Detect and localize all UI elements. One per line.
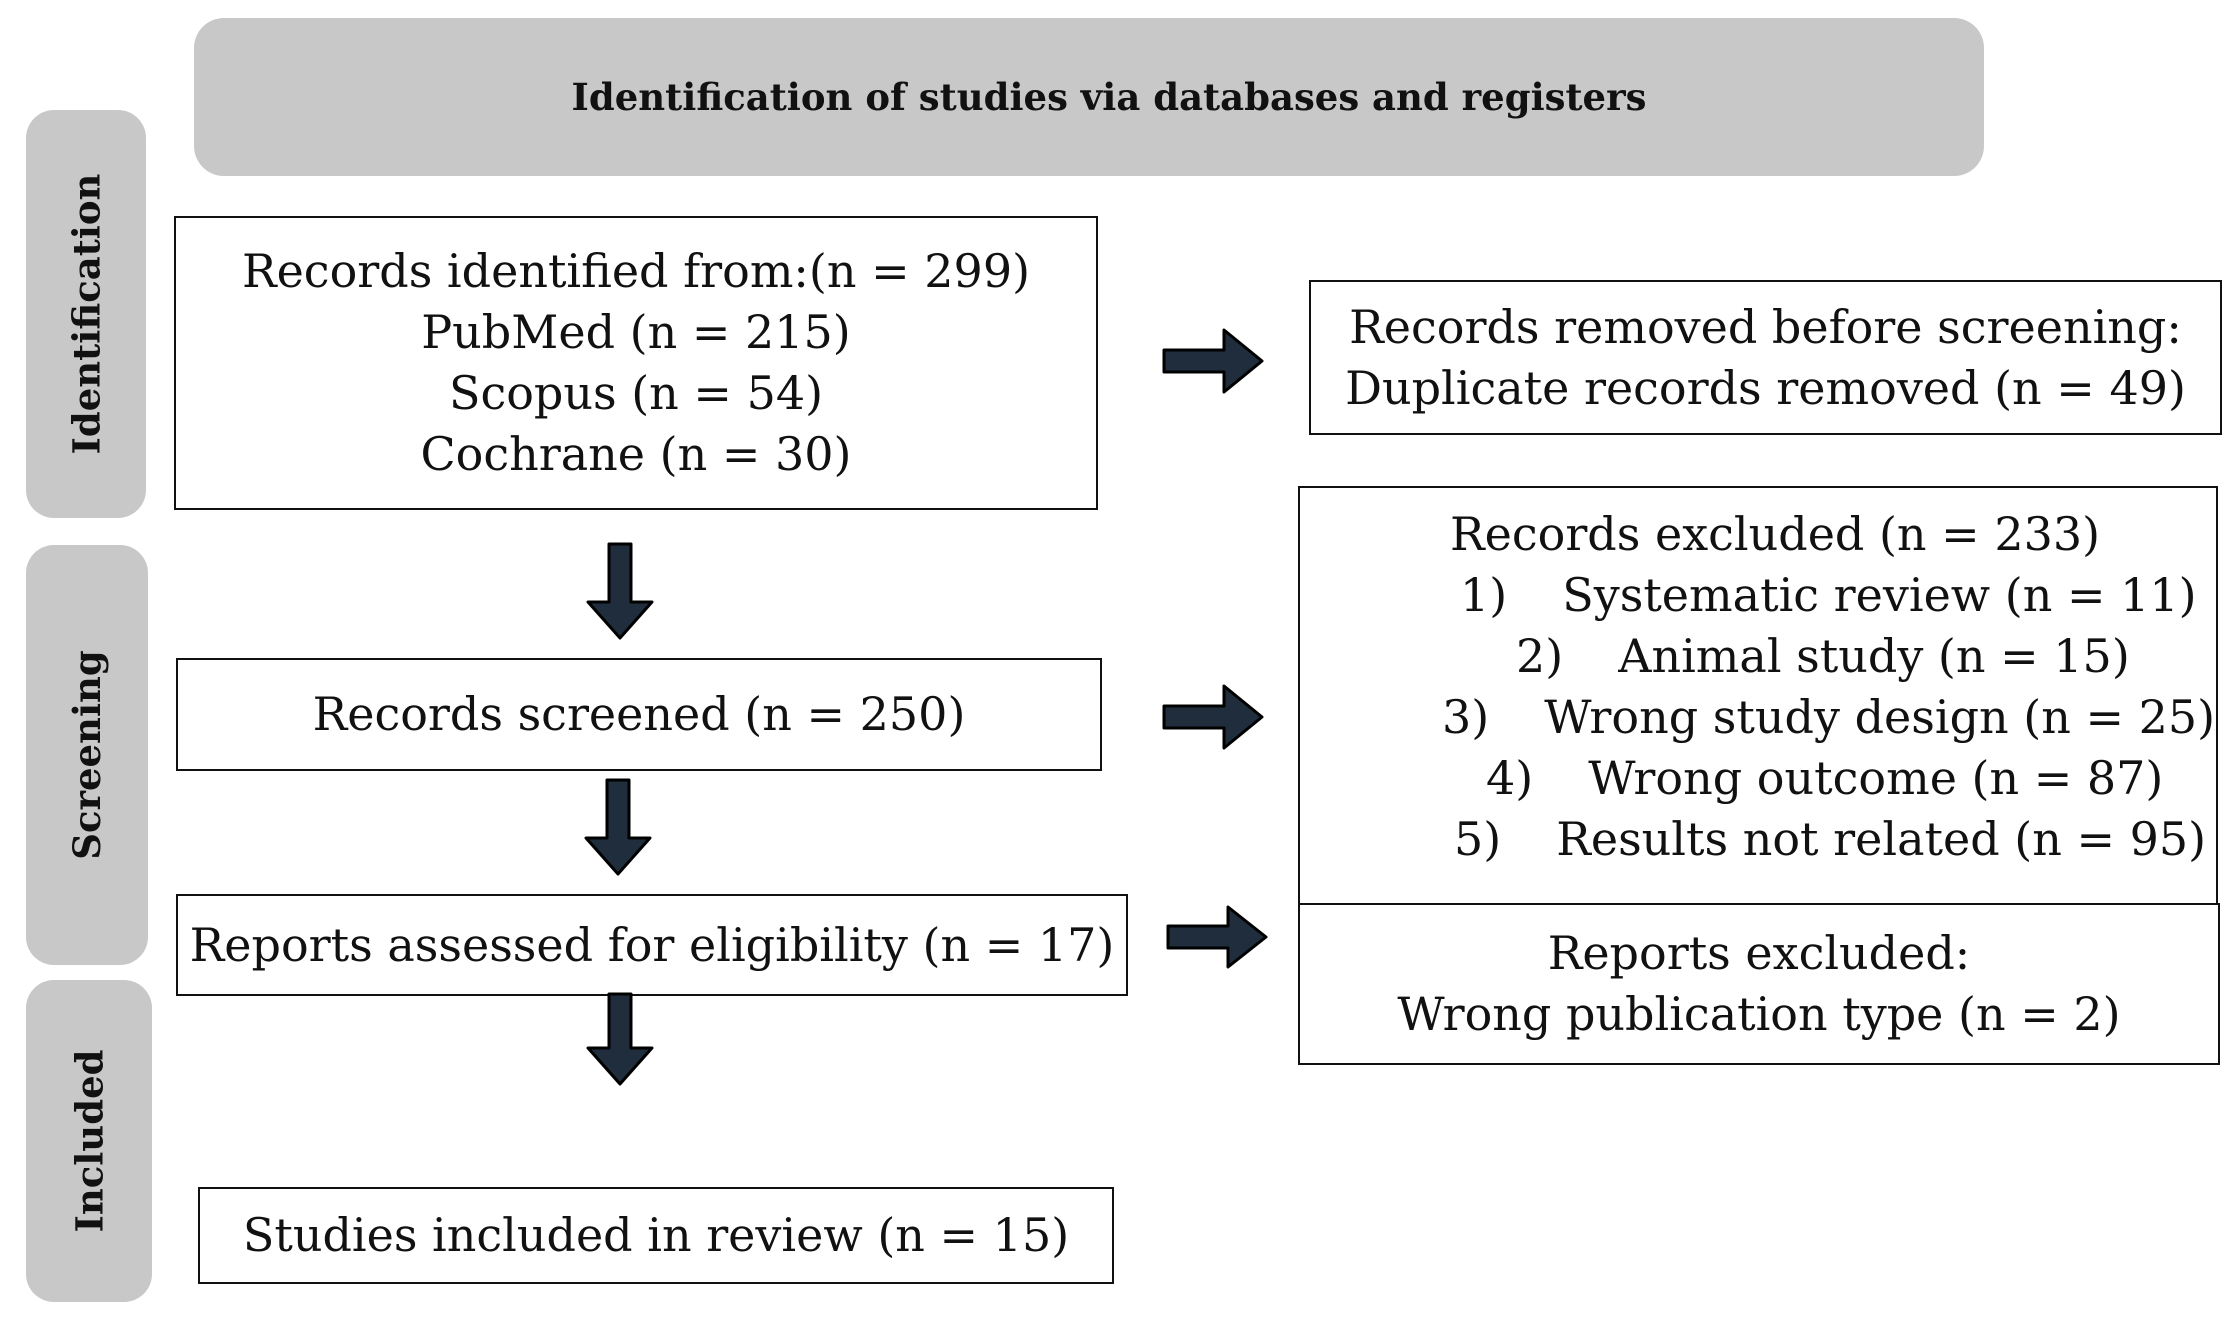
- reports-eligibility-box: Reports assessed for eligibility (n = 17…: [176, 894, 1128, 996]
- header-banner: Identification of studies via databases …: [194, 18, 1984, 176]
- records-excluded-item-2-num: 2): [1516, 629, 1564, 683]
- records-removed-box: Records removed before screening: Duplic…: [1309, 280, 2222, 435]
- records-identified-box: Records identified from:(n = 299) PubMed…: [174, 216, 1098, 510]
- records-excluded-item-5: 5) Results not related (n = 95): [1454, 809, 2206, 870]
- records-identified-cochrane: Cochrane (n = 30): [420, 427, 852, 481]
- reports-eligibility-label: Reports assessed for eligibility (n = 17…: [189, 917, 1115, 972]
- arrow-down-icon: [584, 778, 652, 876]
- arrow-right-icon: [1162, 684, 1264, 750]
- studies-included-box: Studies included in review (n = 15): [198, 1187, 1114, 1284]
- phase-screening: Screening: [26, 545, 148, 965]
- phase-screening-label: Screening: [65, 650, 109, 860]
- studies-included-label: Studies included in review (n = 15): [242, 1208, 1070, 1262]
- records-identified-total: Records identified from:(n = 299): [241, 244, 1031, 298]
- phase-included-label: Included: [67, 1049, 112, 1233]
- reports-excluded-title: Reports excluded:: [1547, 926, 1971, 980]
- records-removed-title: Records removed before screening:: [1349, 299, 2182, 354]
- arrow-down-icon: [586, 542, 654, 640]
- records-excluded-item-1-text: Systematic review (n = 11): [1562, 568, 2197, 622]
- phase-identification-label: Identification: [64, 173, 108, 455]
- records-screened-label: Records screened (n = 250): [312, 687, 966, 741]
- records-identified-scopus: Scopus (n = 54): [448, 366, 824, 420]
- records-excluded-item-3-text: Wrong study design (n = 25): [1544, 690, 2216, 744]
- phase-included: Included: [26, 980, 152, 1302]
- records-identified-pubmed: PubMed (n = 215): [421, 305, 851, 359]
- records-removed-duplicates: Duplicate records removed (n = 49): [1345, 360, 2186, 415]
- arrow-down-icon: [586, 992, 654, 1086]
- header-title: Identification of studies via databases …: [571, 75, 1647, 119]
- records-excluded-box: Records excluded (n = 233) 1) Systematic …: [1298, 486, 2218, 906]
- arrow-right-icon: [1166, 905, 1268, 969]
- phase-identification: Identification: [26, 110, 146, 518]
- reports-excluded-box: Reports excluded: Wrong publication type…: [1298, 903, 2220, 1065]
- records-excluded-item-1-num: 1): [1460, 568, 1508, 622]
- records-excluded-item-5-text: Results not related (n = 95): [1556, 812, 2207, 866]
- records-excluded-item-3-num: 3): [1442, 690, 1490, 744]
- reports-excluded-reason: Wrong publication type (n = 2): [1397, 987, 2121, 1041]
- records-excluded-item-4-num: 4): [1486, 751, 1534, 805]
- records-excluded-title: Records excluded (n = 233): [1450, 507, 2101, 561]
- records-excluded-item-4: 4) Wrong outcome (n = 87): [1486, 748, 2163, 809]
- arrow-right-icon: [1162, 328, 1264, 394]
- records-excluded-item-2: 2) Animal study (n = 15): [1516, 626, 2130, 687]
- records-excluded-item-2-text: Animal study (n = 15): [1618, 629, 2130, 683]
- records-screened-box: Records screened (n = 250): [176, 658, 1102, 771]
- records-excluded-item-5-num: 5): [1454, 812, 1502, 866]
- records-excluded-item-3: 3) Wrong study design (n = 25): [1442, 687, 2215, 748]
- records-excluded-item-4-text: Wrong outcome (n = 87): [1588, 751, 2164, 805]
- records-excluded-item-1: 1) Systematic review (n = 11): [1460, 565, 2197, 626]
